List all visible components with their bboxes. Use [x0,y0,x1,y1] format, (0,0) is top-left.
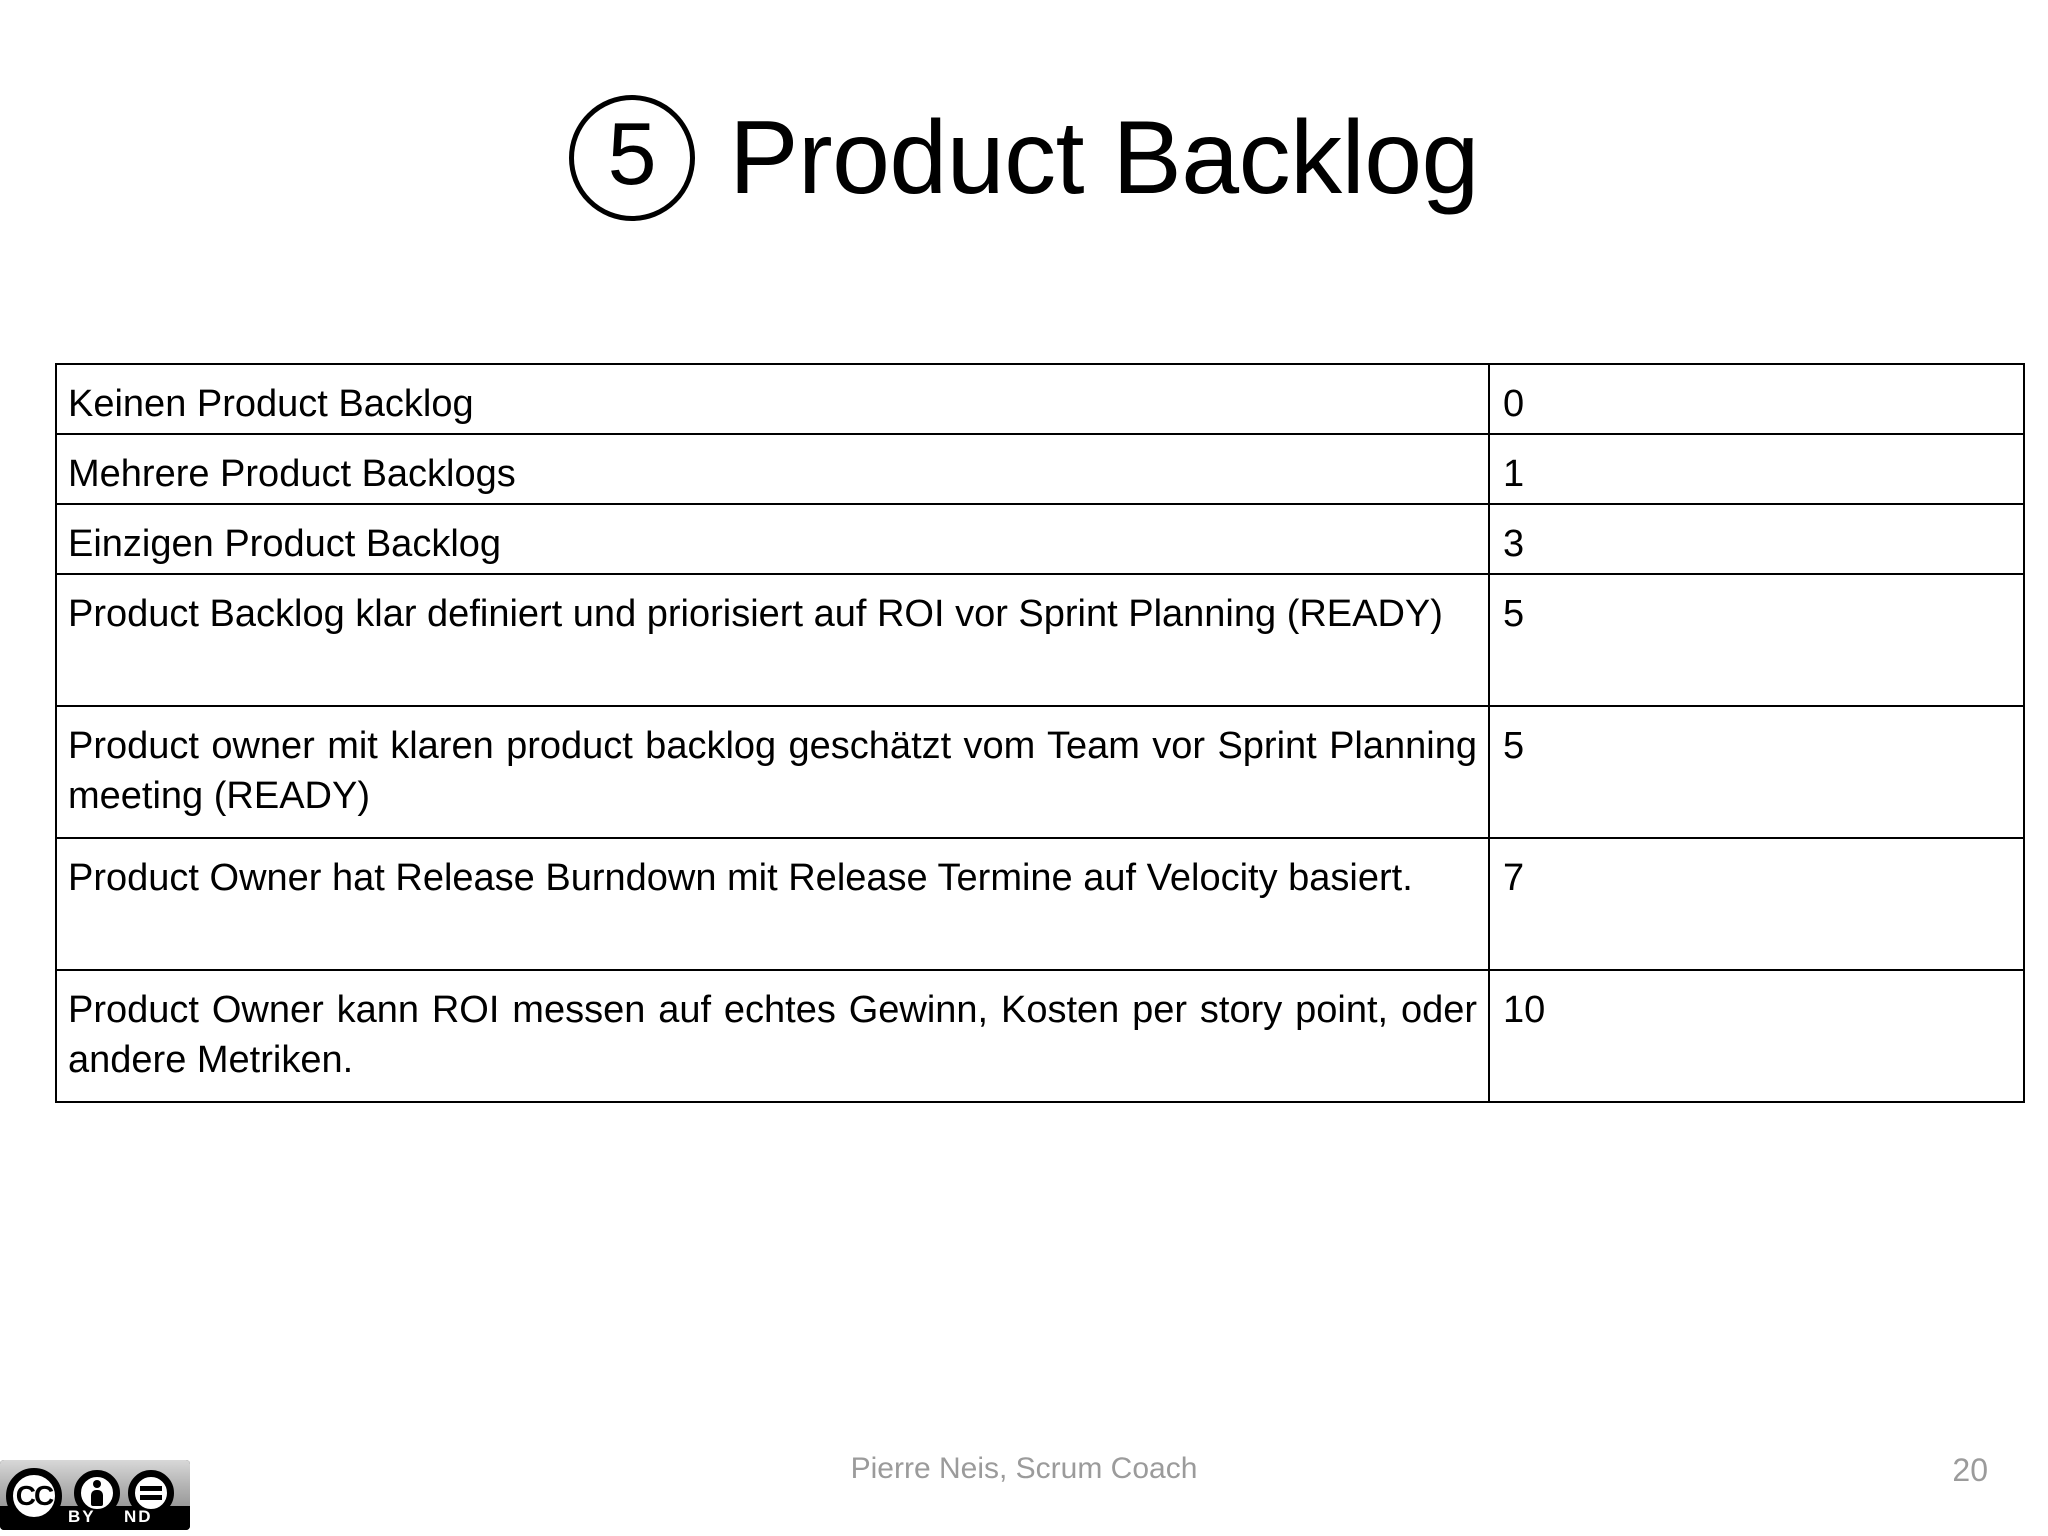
cc-logo-icon: CC [6,1468,62,1524]
row-item-label: Product Owner hat Release Burndown mit R… [68,857,1413,899]
row-score-value: 5 [1503,725,1525,767]
table-row: Product Owner hat Release Burndown mit R… [55,837,2025,971]
footer-author: Pierre Neis, Scrum Coach [850,1452,1198,1485]
row-score-value: 0 [1503,383,1525,425]
row-item-label: Mehrere Product Backlogs [68,453,516,495]
title-text: Product Backlog [729,100,1479,216]
table-body: Keinen Product Backlog 0 Mehrere Product… [55,363,2025,1103]
equals-bar-bottom [140,1495,162,1500]
equals-glyph [140,1485,162,1501]
row-item-label: Product Backlog klar definiert und prior… [68,593,1443,635]
row-score-value: 10 [1503,989,1546,1031]
table-row: Product Owner kann ROI messen auf echtes… [55,969,2025,1103]
license-by-label: BY [68,1507,96,1526]
no-derivatives-equals-icon [128,1470,174,1516]
row-score-value: 7 [1503,857,1525,899]
person-glyph [88,1480,106,1506]
page-number: 20 [1952,1452,1988,1488]
table-row: Product Backlog klar definiert und prior… [55,573,2025,707]
row-score-value: 5 [1503,593,1525,635]
person-head [93,1480,101,1488]
row-score-value: 3 [1503,523,1525,565]
row-item-label: Product owner mit klaren product backlog… [68,725,1477,817]
table-row: Product owner mit klaren product backlog… [55,705,2025,839]
attribution-person-icon [74,1470,120,1516]
row-item-label: Einzigen Product Backlog [68,523,502,565]
table-row: Keinen Product Backlog 0 [55,363,2025,435]
table-row: Einzigen Product Backlog 3 [55,503,2025,575]
page-title: 5 Product Backlog [0,88,2048,228]
assessment-table: Keinen Product Backlog 0 Mehrere Product… [55,363,2025,1103]
row-score-value: 1 [1503,453,1525,495]
title-number: 5 [607,104,657,203]
equals-bar-top [140,1486,162,1491]
circled-number-badge: 5 [569,95,696,221]
license-nd-label: ND [124,1507,153,1526]
creative-commons-badge: CC BY ND [0,1460,190,1530]
person-body [91,1490,103,1506]
row-item-label: Product Owner kann ROI messen auf echtes… [68,989,1477,1081]
row-item-label: Keinen Product Backlog [68,383,474,425]
cc-mark-text: CC [15,1480,54,1511]
table-row: Mehrere Product Backlogs 1 [55,433,2025,505]
